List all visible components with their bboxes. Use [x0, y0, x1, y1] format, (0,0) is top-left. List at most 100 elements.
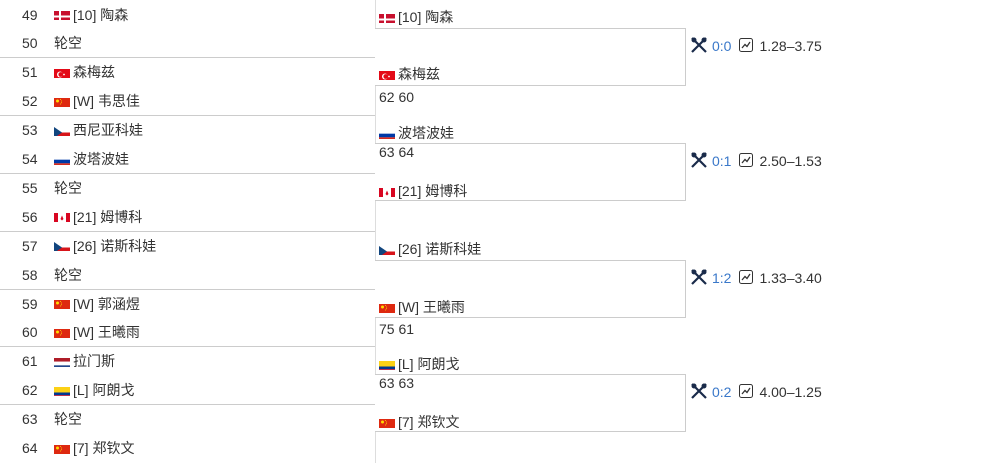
match-box	[375, 28, 686, 86]
match-player-bottom[interactable]: [21] 姆博科	[379, 181, 467, 201]
draw-row[interactable]: 57 [26] 诺斯科娃	[0, 231, 375, 260]
head-to-head-link[interactable]: 0:2	[712, 384, 732, 400]
match-box	[375, 143, 686, 201]
player-name[interactable]: [10] 陶森	[73, 6, 129, 23]
draw-entry[interactable]: 轮空	[54, 33, 82, 53]
draw-entry[interactable]: 轮空	[54, 265, 82, 285]
player-name[interactable]: [10] 陶森	[398, 9, 454, 25]
trend-chart-icon	[739, 152, 754, 170]
flag-cz-icon	[54, 125, 70, 136]
draw-row[interactable]: 62[L] 阿朗戈	[0, 376, 375, 405]
match-player-top[interactable]: [10] 陶森	[379, 7, 453, 27]
flag-nl-icon	[54, 356, 70, 367]
draw-entry[interactable]: [21] 姆博科	[54, 207, 142, 227]
player-name[interactable]: [7] 郑钦文	[398, 414, 460, 430]
draw-entry[interactable]: 波塔波娃	[54, 149, 129, 169]
draw-entry[interactable]: 轮空	[54, 409, 82, 429]
trend-chart-icon	[739, 383, 754, 401]
player-name[interactable]: [W] 韦思佳	[73, 93, 140, 110]
match-player-top[interactable]: [L] 阿朗戈	[379, 354, 459, 374]
flag-cz-icon	[379, 244, 395, 255]
bye-label[interactable]: 轮空	[54, 266, 82, 283]
draw-entry[interactable]: 拉门斯	[54, 351, 115, 371]
crossed-rackets-icon[interactable]	[690, 268, 708, 288]
pair-divider	[0, 173, 375, 174]
player-name[interactable]: [L] 阿朗戈	[398, 356, 460, 372]
player-name[interactable]: [W] 王曦雨	[73, 324, 140, 341]
draw-number: 57	[22, 237, 38, 254]
draw-row[interactable]: 59 [W] 郭涵煜	[0, 289, 375, 318]
player-name[interactable]: [26] 诺斯科娃	[398, 241, 482, 257]
draw-entry[interactable]: [W] 王曦雨	[54, 322, 140, 342]
player-name[interactable]: [7] 郑钦文	[73, 440, 135, 456]
draw-row[interactable]: 49[10] 陶森	[0, 0, 375, 29]
match-odds[interactable]: 0:2 4.00–1.25	[690, 382, 822, 402]
player-name[interactable]: [W] 郭涵煜	[73, 295, 140, 312]
draw-entry[interactable]: 森梅兹	[54, 62, 115, 82]
draw-entry[interactable]: [L] 阿朗戈	[54, 380, 134, 400]
player-name[interactable]: 森梅兹	[398, 66, 440, 82]
player-name[interactable]: [26] 诺斯科娃	[73, 237, 157, 254]
match-player-bottom[interactable]: 森梅兹	[379, 64, 440, 84]
draw-number: 56	[22, 208, 38, 225]
draw-row[interactable]: 56 [21] 姆博科	[0, 202, 375, 231]
draw-number: 50	[22, 35, 38, 52]
flag-tr-icon	[379, 69, 395, 80]
flag-dk-icon	[379, 12, 395, 23]
crossed-rackets-icon[interactable]	[690, 36, 708, 56]
odds-value: 4.00–1.25	[759, 384, 822, 400]
player-name[interactable]: 森梅兹	[73, 64, 115, 81]
match-score: 63 64	[379, 144, 415, 160]
match-odds[interactable]: 0:0 1.28–3.75	[690, 36, 822, 56]
player-name[interactable]: 波塔波娃	[73, 151, 129, 167]
match-player-bottom[interactable]: [7] 郑钦文	[379, 412, 459, 432]
bye-label[interactable]: 轮空	[54, 35, 82, 52]
odds-value: 1.28–3.75	[759, 38, 822, 54]
draw-row[interactable]: 54 波塔波娃	[0, 145, 375, 174]
draw-number: 59	[22, 295, 38, 312]
player-name[interactable]: [L] 阿朗戈	[73, 382, 135, 399]
draw-entry[interactable]: 西尼亚科娃	[54, 120, 143, 140]
draw-number: 52	[22, 93, 38, 110]
bye-label[interactable]: 轮空	[54, 179, 82, 196]
bye-label[interactable]: 轮空	[54, 411, 82, 428]
player-name[interactable]: 拉门斯	[73, 353, 115, 370]
draw-row[interactable]: 60[W] 王曦雨	[0, 318, 375, 347]
head-to-head-link[interactable]: 1:2	[712, 270, 732, 286]
match-player-bottom[interactable]: [W] 王曦雨	[379, 297, 465, 317]
player-name[interactable]: 西尼亚科娃	[73, 122, 143, 139]
draw-row[interactable]: 64 [7] 郑钦文	[0, 434, 375, 463]
draw-entry[interactable]: [W] 郭涵煜	[54, 294, 140, 314]
draw-number: 54	[22, 151, 38, 167]
draw-row[interactable]: 51 森梅兹	[0, 58, 375, 87]
draw-entry[interactable]: 轮空	[54, 178, 82, 198]
player-name[interactable]: [21] 姆博科	[398, 183, 468, 199]
match-player-top[interactable]: [26] 诺斯科娃	[379, 239, 481, 259]
flag-cn-icon	[379, 417, 395, 428]
draw-row[interactable]: 52 [W] 韦思佳	[0, 87, 375, 116]
crossed-rackets-icon[interactable]	[690, 382, 708, 402]
head-to-head-link[interactable]: 0:1	[712, 153, 732, 169]
draw-entry[interactable]: [W] 韦思佳	[54, 91, 140, 111]
draw-entry[interactable]: [7] 郑钦文	[54, 438, 134, 458]
player-name[interactable]: [W] 王曦雨	[398, 299, 465, 315]
draw-entry[interactable]: [10] 陶森	[54, 5, 128, 25]
draw-entry[interactable]: [26] 诺斯科娃	[54, 236, 156, 256]
flag-ca-icon	[379, 186, 395, 197]
player-name[interactable]: 波塔波娃	[398, 125, 454, 141]
player-name[interactable]: [21] 姆博科	[73, 208, 143, 225]
head-to-head-link[interactable]: 0:0	[712, 38, 732, 54]
draw-number: 51	[22, 64, 38, 81]
match-player-top[interactable]: 波塔波娃	[379, 123, 454, 143]
draw-row[interactable]: 50 轮空	[0, 29, 375, 58]
draw-number: 64	[22, 440, 38, 456]
crossed-rackets-icon[interactable]	[690, 151, 708, 171]
match-score: 62 60	[379, 89, 415, 105]
